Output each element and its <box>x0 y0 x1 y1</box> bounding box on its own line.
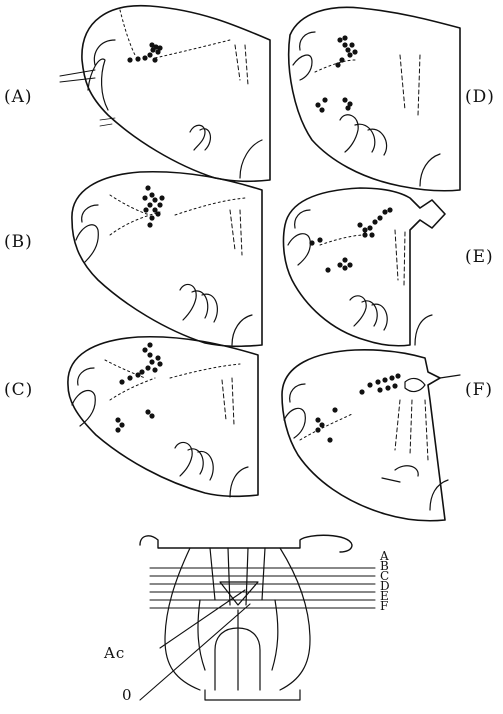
neuron-dot <box>149 215 154 220</box>
neuron-dot <box>115 417 120 422</box>
neuron-dot <box>339 57 344 62</box>
neuron-dot <box>315 417 320 422</box>
section-drawing-c <box>68 337 258 497</box>
neuron-dot <box>347 262 352 267</box>
neuron-dot <box>115 427 120 432</box>
neuron-dot <box>147 52 152 57</box>
neuron-dot <box>159 195 164 200</box>
neuron-dot <box>347 52 352 57</box>
panel-label-a: (A) <box>4 87 33 107</box>
neuron-dot <box>149 192 154 197</box>
neuron-dot <box>142 55 147 60</box>
neuron-dot <box>335 62 340 67</box>
panel-label-f: (F) <box>465 380 493 400</box>
neuron-dot <box>382 377 387 382</box>
neuron-dot <box>119 379 124 384</box>
section-drawing-d <box>289 7 460 190</box>
neuron-dot <box>127 375 132 380</box>
neuron-dot <box>315 102 320 107</box>
neuron-dot <box>155 211 160 216</box>
neuron-dot <box>147 352 152 357</box>
neuron-dot <box>155 355 160 360</box>
label-ac: Ac <box>104 644 125 662</box>
neuron-dot <box>327 437 332 442</box>
neuron-dot <box>317 237 322 242</box>
neuron-dot <box>392 383 397 388</box>
neuron-dot <box>315 427 320 432</box>
panel-label-e: (E) <box>465 247 494 267</box>
neuron-dot <box>359 389 364 394</box>
neuron-dot <box>143 207 148 212</box>
neuron-dot <box>147 342 152 347</box>
section-drawing-a <box>60 6 270 182</box>
panel-label-b: (B) <box>4 232 33 252</box>
neuron-dot <box>372 219 377 224</box>
neuron-dot <box>149 42 154 47</box>
section-drawing-b <box>72 172 262 347</box>
section-drawing-e <box>283 188 445 346</box>
neuron-dot <box>127 57 132 62</box>
neuron-dot <box>119 422 124 427</box>
neuron-dot <box>342 265 347 270</box>
neuron-dot <box>342 257 347 262</box>
neuron-dot <box>387 207 392 212</box>
neuron-dot <box>149 359 154 364</box>
neuron-dot <box>157 361 162 366</box>
neuron-dot <box>377 387 382 392</box>
neuron-dot <box>309 240 314 245</box>
neuron-dot <box>145 185 150 190</box>
brainstem-schematic <box>140 535 375 700</box>
neuron-dot <box>369 232 374 237</box>
section-letter-f: F <box>380 601 388 612</box>
neuron-dot <box>145 365 150 370</box>
neuron-dot <box>332 407 337 412</box>
neuron-dot <box>395 373 400 378</box>
neuron-dot <box>152 57 157 62</box>
neuron-dot <box>352 49 357 54</box>
neuron-dot <box>147 222 152 227</box>
neuron-dot <box>157 202 162 207</box>
neuron-dot <box>362 227 367 232</box>
neuron-dot <box>367 382 372 387</box>
neuron-dot <box>382 209 387 214</box>
neuron-dot <box>135 372 140 377</box>
neuron-dot <box>142 195 147 200</box>
neuron-dot <box>349 42 354 47</box>
neuron-dot <box>345 105 350 110</box>
label-o: 0 <box>122 686 133 704</box>
neuron-dot <box>342 35 347 40</box>
neuron-dot <box>375 379 380 384</box>
neuron-dot <box>337 37 342 42</box>
section-drawing-f <box>282 350 460 521</box>
neuron-dot <box>149 413 154 418</box>
neuron-dot <box>357 222 362 227</box>
neuron-dot <box>145 409 150 414</box>
panel-label-d: (D) <box>465 87 495 107</box>
neuron-dot <box>362 232 367 237</box>
neuron-dot <box>322 97 327 102</box>
neuron-dot <box>342 42 347 47</box>
neuron-dot <box>147 202 152 207</box>
neuron-dot <box>385 385 390 390</box>
neuron-dot <box>319 107 324 112</box>
neuron-dot <box>342 97 347 102</box>
neuron-dot <box>319 422 324 427</box>
neuron-dot <box>367 225 372 230</box>
neuron-dot <box>142 347 147 352</box>
neuron-dot <box>325 267 330 272</box>
neuron-dot <box>135 56 140 61</box>
panel-label-c: (C) <box>4 380 33 400</box>
neuron-dot <box>152 367 157 372</box>
neuron-dot <box>389 375 394 380</box>
neuron-dot <box>157 45 162 50</box>
neuron-dot <box>377 215 382 220</box>
neuron-dot <box>337 262 342 267</box>
neuron-dot <box>345 47 350 52</box>
neuron-dot <box>152 197 157 202</box>
